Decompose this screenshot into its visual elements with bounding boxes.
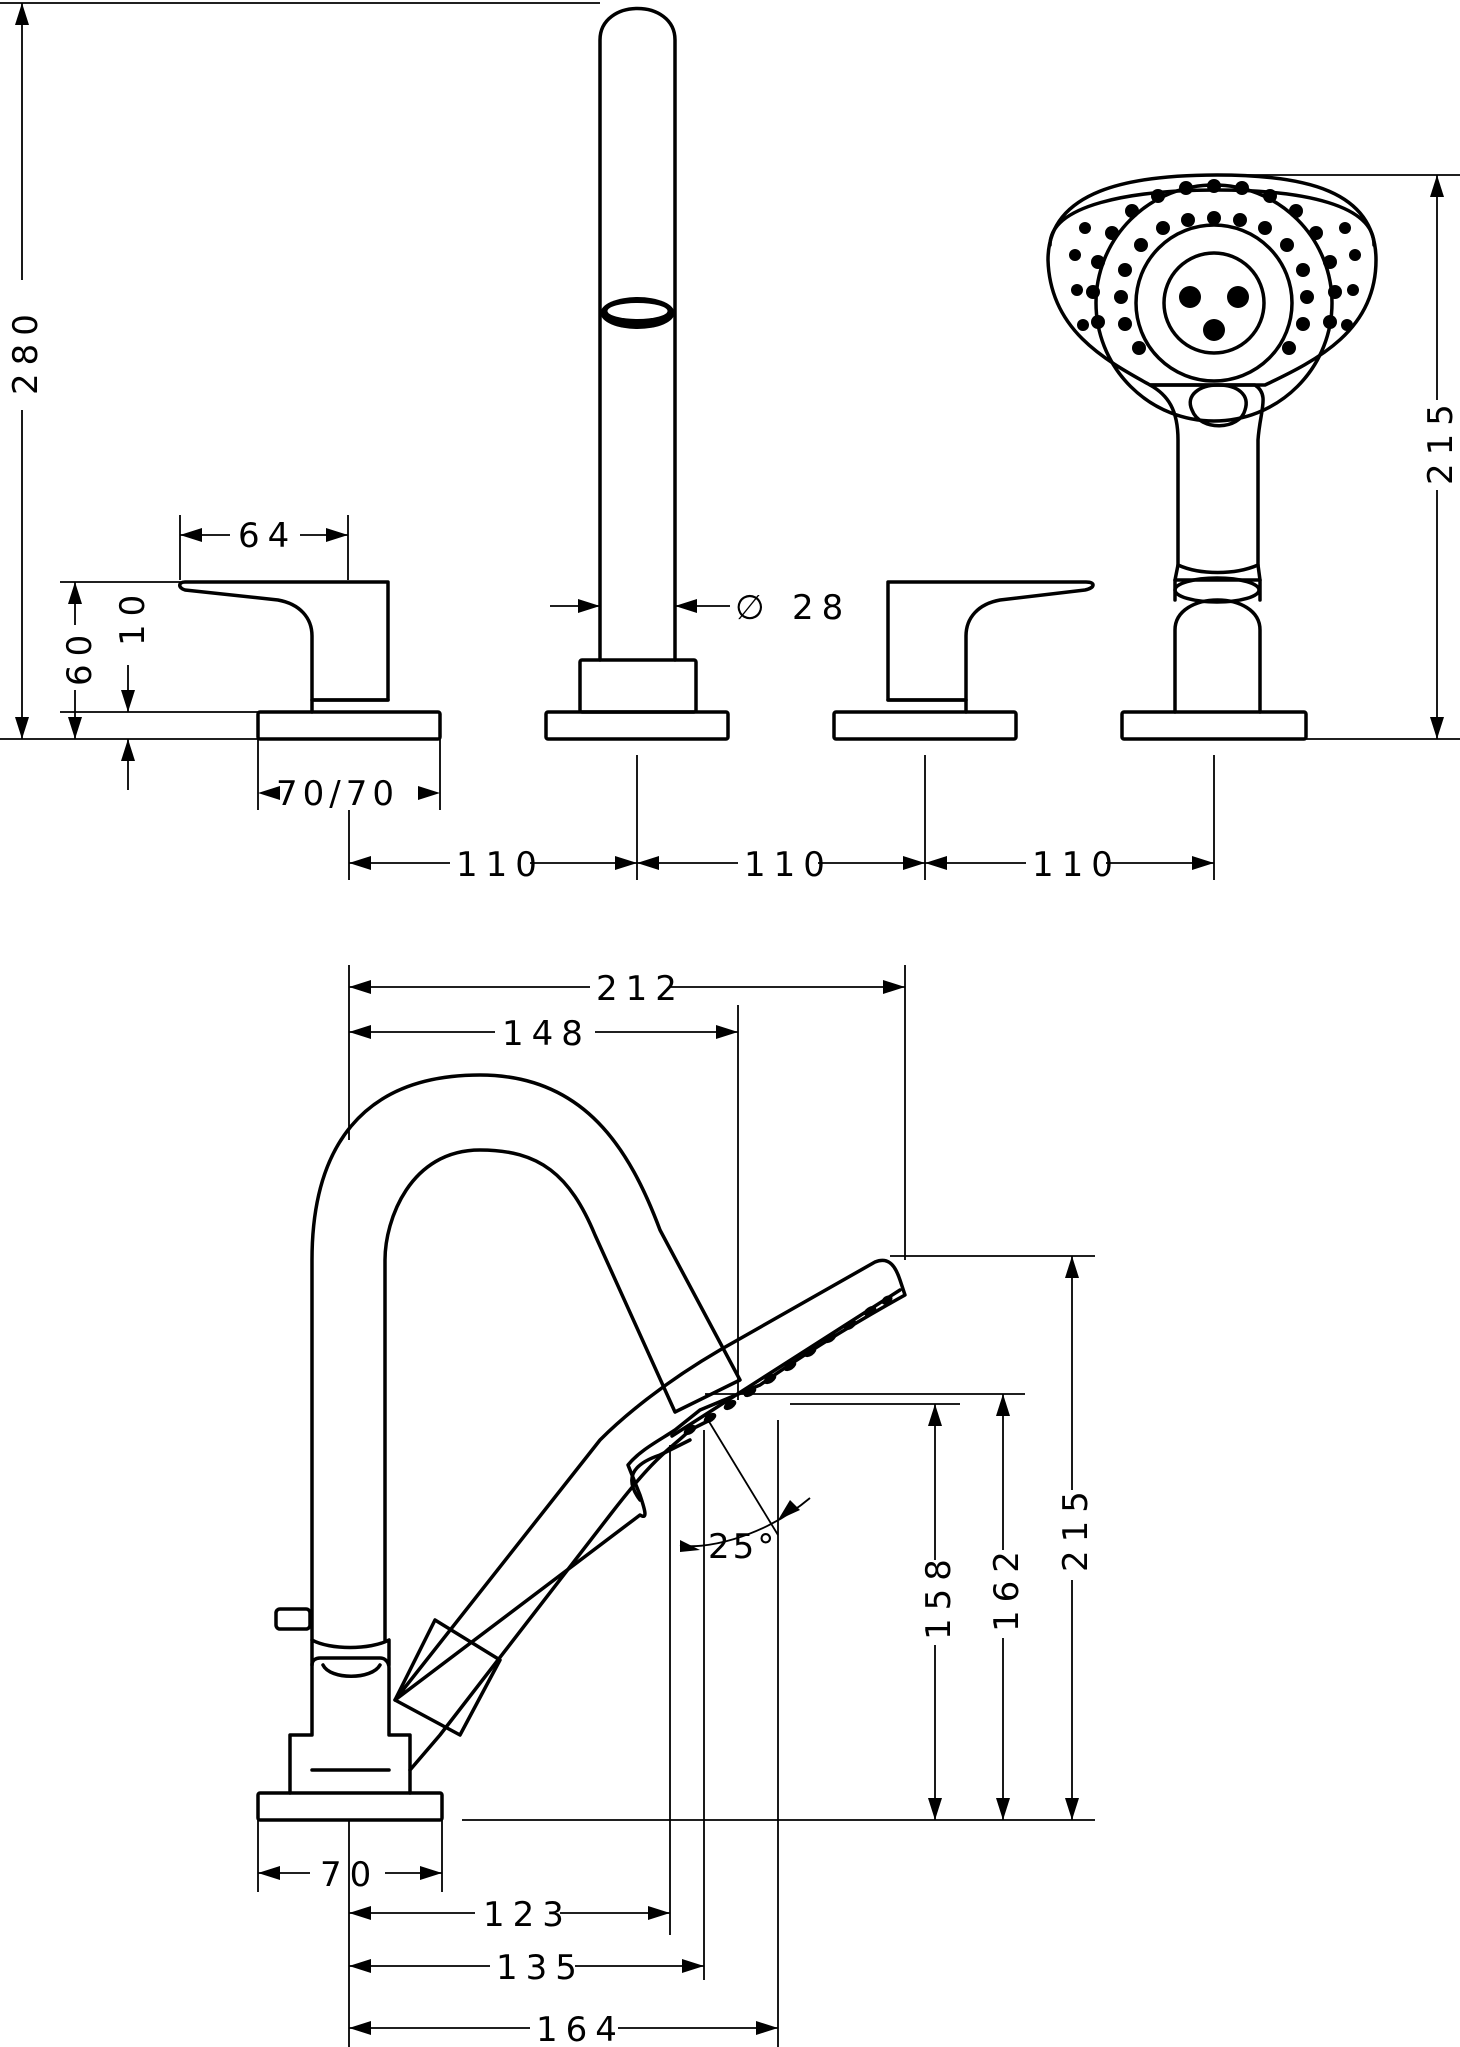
dim-reach-212-label: 212 (596, 969, 685, 1009)
dim-shower-height: 215 (1220, 174, 1460, 740)
spout-side (274, 1073, 742, 1795)
right-valve-handle (832, 580, 1095, 741)
pop-up-knob-icon (274, 1607, 312, 1631)
hand-shower-side (393, 1258, 907, 1772)
dim-spout-diameter: ∅ 28 (550, 588, 851, 628)
dim-base-size-label: 70/70 (276, 774, 399, 814)
dim-height-162-label: 162 (987, 1543, 1027, 1632)
dim-spacing-3-label: 110 (1032, 845, 1121, 885)
spout-front (544, 6, 730, 741)
dim-spacing-1-label: 110 (456, 845, 545, 885)
dim-height-158-label: 158 (919, 1551, 959, 1640)
shower-nozzles-icon (1069, 179, 1361, 355)
dim-reach-148: 148 (349, 1005, 739, 1400)
dim-spacing-2-label: 110 (744, 845, 833, 885)
dim-spout-diameter-label: 28 (792, 588, 851, 628)
dim-reach-164-label: 164 (536, 2010, 625, 2047)
dim-handle-offset-label: 10 (113, 587, 153, 646)
hand-shower-front (1046, 173, 1378, 741)
dim-reach-212: 212 (348, 965, 906, 1260)
side-base-plate (256, 1791, 444, 1822)
dim-handle-height-label: 60 (60, 627, 100, 686)
dim-shower-height-label: 215 (1421, 396, 1460, 485)
front-view: 280 64 60 10 (0, 2, 1460, 885)
dim-overall-height-label: 280 (6, 306, 46, 395)
dim-angle: 25° (679, 1414, 811, 1567)
dim-handle-height: 60 10 (60, 581, 258, 790)
dim-horizontal-reaches: 123 135 164 (348, 1420, 779, 2047)
dim-side-base-label: 70 (320, 1855, 379, 1895)
dim-reach-148-label: 148 (502, 1014, 591, 1054)
dim-side-height-215-label: 215 (1056, 1483, 1096, 1572)
left-valve-handle (178, 580, 442, 741)
dim-side-height-215: 215 (462, 1255, 1096, 1821)
dim-reach-135-label: 135 (496, 1948, 585, 1988)
dim-overall-height: 280 (0, 2, 600, 740)
dim-handle-width: 64 (179, 515, 349, 580)
dim-handle-width-label: 64 (238, 516, 297, 556)
dim-height-162: 162 (705, 1393, 1027, 1820)
dim-height-158: 158 (790, 1403, 960, 1820)
shower-spray-icon (683, 1295, 893, 1436)
dim-spacing: 110 110 110 (348, 755, 1215, 885)
dim-reach-123-label: 123 (483, 1895, 572, 1935)
side-view: 212 148 215 162 (256, 965, 1096, 2047)
dim-angle-label: 25° (708, 1527, 777, 1567)
dim-base-size: 70/70 (257, 739, 441, 814)
dim-side-base: 70 (257, 1820, 443, 1895)
diameter-symbol: ∅ (735, 588, 773, 628)
